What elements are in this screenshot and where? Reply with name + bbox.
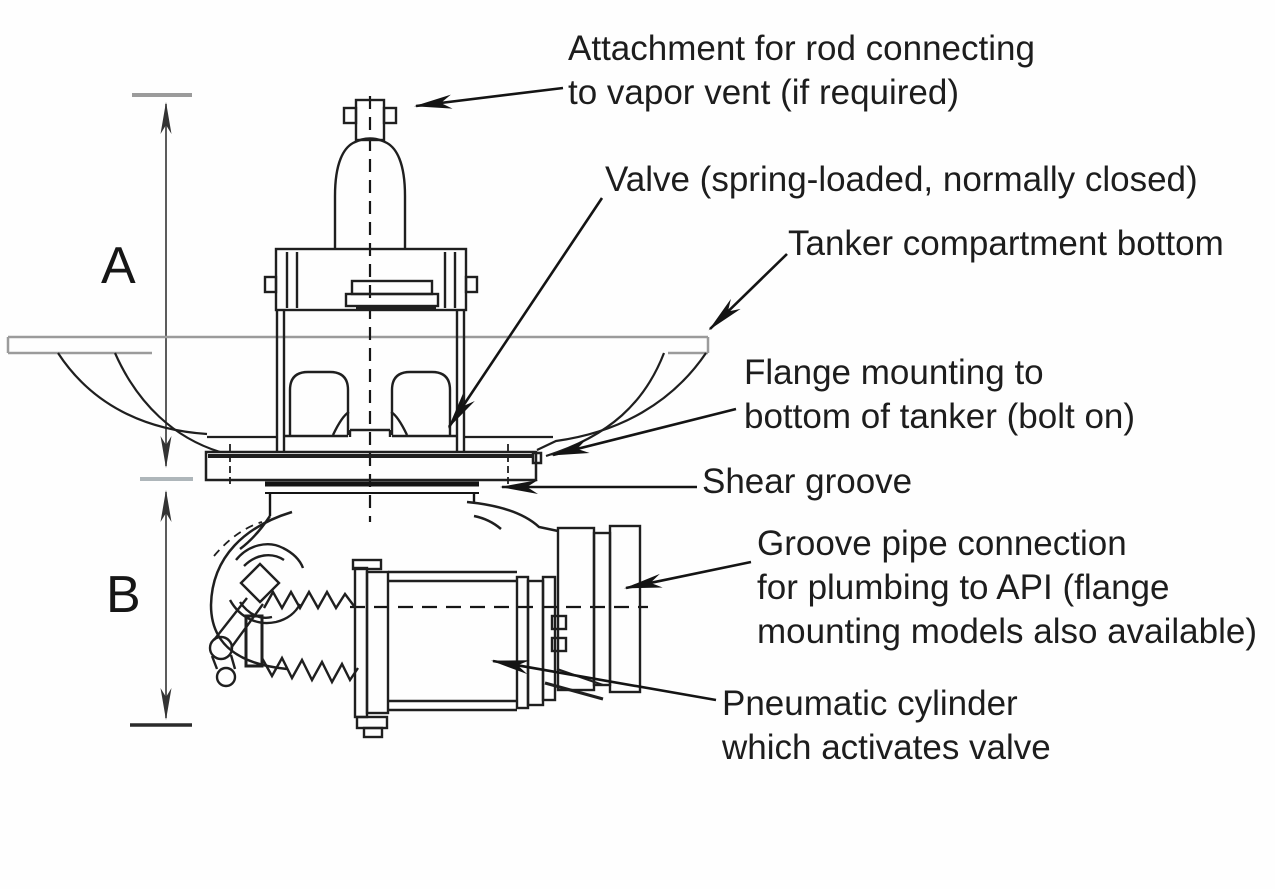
valve-arrow (447, 197, 604, 429)
spring-dome (333, 137, 407, 250)
label-shear-groove: Shear groove (702, 462, 913, 501)
label-tanker-bottom: Tanker compartment bottom (788, 224, 1224, 263)
bellows (260, 589, 359, 685)
label-valve: Valve (spring-loaded, normally closed) (605, 160, 1198, 199)
tanker-bottom-arrow (708, 253, 788, 331)
dimension-a-letter: A (101, 237, 136, 295)
valve-body (275, 310, 466, 452)
mounting-flange (204, 444, 543, 488)
groove-pipe-connection (556, 524, 642, 694)
cam-lever (208, 543, 305, 688)
label-pneumatic: Pneumatic cylinder which activates valve (722, 684, 1051, 767)
pneumatic-cylinder (351, 558, 604, 739)
label-groove-pipe: Groove pipe connection for plumbing to A… (757, 524, 1257, 651)
bonnet (263, 247, 479, 312)
label-flange: Flange mounting to bottom of tanker (bol… (744, 353, 1136, 436)
cam-square-nut (239, 562, 281, 604)
attachment-arrow (414, 86, 564, 109)
shear-groove (265, 481, 479, 516)
label-attachment: Attachment for rod connecting to vapor v… (568, 29, 1035, 112)
leader-arrows (414, 86, 788, 702)
lower-body (209, 500, 559, 671)
dimension-b-letter: B (106, 566, 141, 624)
stem (342, 98, 398, 142)
pneumatic-arrow (491, 659, 717, 702)
groove-pipe-arrow (624, 560, 752, 590)
dimension-b (130, 490, 192, 727)
tanker-plate (6, 335, 710, 355)
flange-arrow (551, 407, 737, 457)
dimension-a (132, 93, 193, 481)
